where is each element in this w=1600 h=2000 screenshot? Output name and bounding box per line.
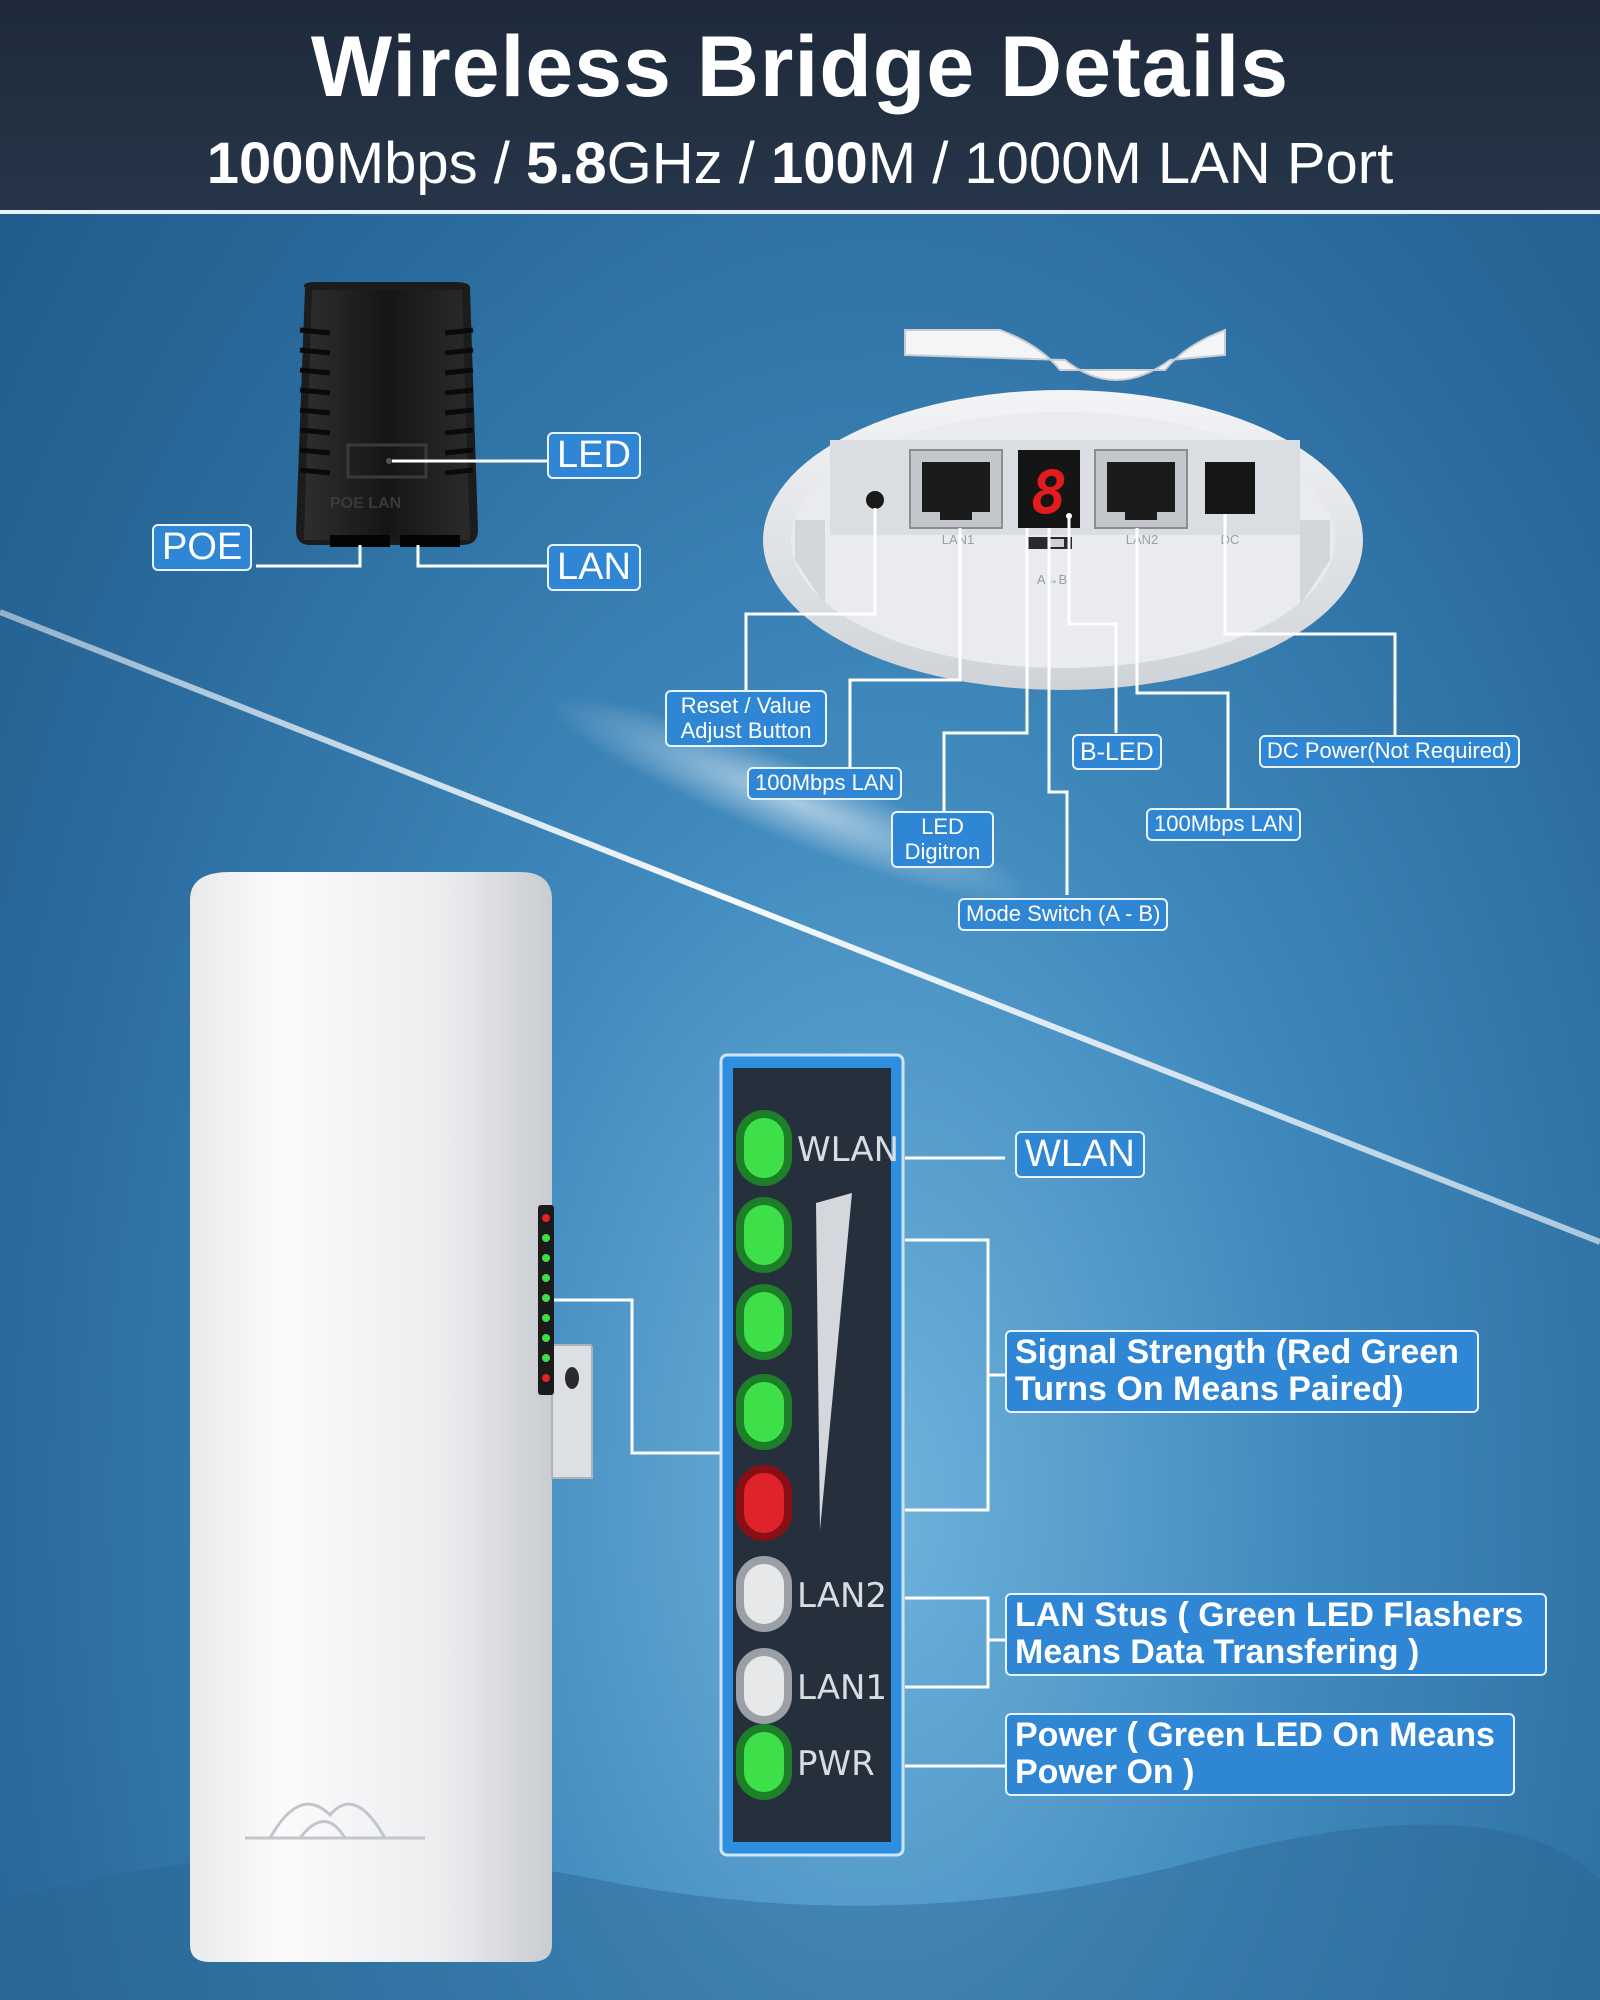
led-label: WLAN — [797, 1130, 899, 1170]
signal-strength-callout: Signal Strength (Red Green Turns On Mean… — [1005, 1330, 1479, 1413]
led-label: LAN2 — [797, 1576, 887, 1616]
page-subtitle: 1000Mbps / 5.8GHz / 100M / 1000M LAN Por… — [0, 130, 1600, 197]
led-light — [744, 1382, 784, 1442]
bracket-mount — [904, 328, 1226, 381]
device-body — [190, 872, 552, 1962]
led-light — [744, 1656, 784, 1716]
led-light — [744, 1473, 784, 1533]
page-title: Wireless Bridge Details — [310, 19, 1290, 115]
dc-port — [1205, 462, 1255, 514]
poe-lan-label: LAN — [547, 544, 641, 591]
port-panel-leader-lines — [744, 508, 1397, 895]
led-light — [744, 1564, 784, 1624]
reset-button-label: Reset / Value Adjust Button — [665, 690, 827, 748]
poe-printed-text: POE LAN — [330, 495, 401, 512]
digitron-digit: 8 — [1031, 458, 1067, 528]
mode-switch-label: Mode Switch (A - B) — [958, 898, 1169, 931]
reset-button-hole — [866, 491, 884, 509]
lan2-label: 100Mbps LAN — [1146, 808, 1302, 841]
port-mark-lan2: LAN2 — [1126, 532, 1159, 547]
subtitle-part: M / 1000M LAN Port — [867, 131, 1394, 196]
poe-port-label: POE — [152, 524, 253, 571]
subtitle-speed: 1000 — [206, 131, 336, 196]
dc-power-label: DC Power(Not Required) — [1259, 735, 1520, 768]
subtitle-frequency: 5.8 — [526, 131, 607, 196]
subtitle-part: Mbps / — [335, 131, 526, 196]
poe-leader-lines — [256, 459, 548, 568]
led-panel-leader-lines — [905, 1156, 1005, 1768]
header-banner: Wireless Bridge Details 1000Mbps / 5.8GH… — [0, 0, 1600, 214]
device-to-panel-leader — [554, 1298, 722, 1455]
subtitle-part: GHz / — [606, 131, 771, 196]
device-led-strip — [538, 1205, 554, 1395]
led-digitron-label: LED Digitron — [891, 811, 994, 869]
mounting-plate — [551, 1344, 593, 1479]
led-light — [744, 1205, 784, 1265]
lan-status-callout: LAN Stus ( Green LED Flashers Means Data… — [1005, 1593, 1547, 1676]
poe-adapter-body — [296, 282, 478, 547]
subtitle-port-speed: 100 — [770, 131, 868, 196]
led-label: LAN1 — [797, 1668, 887, 1708]
led-light — [744, 1292, 784, 1352]
led-label: PWR — [797, 1744, 875, 1784]
switch-mark: A↔B — [1037, 572, 1067, 587]
power-callout: Power ( Green LED On Means Power On ) — [1005, 1713, 1515, 1796]
poe-led-label: LED — [547, 432, 641, 479]
b-led-label: B-LED — [1072, 734, 1162, 770]
wlan-callout: WLAN — [1015, 1131, 1145, 1178]
lan1-port — [909, 449, 1003, 529]
port-mark-lan1: LAN1 — [942, 532, 975, 547]
led-light — [744, 1732, 784, 1792]
led-light — [744, 1118, 784, 1178]
signal-wedge-icon — [816, 1193, 852, 1530]
lan2-port — [1094, 449, 1188, 529]
brand-logo-icon — [245, 1802, 425, 1840]
lan1-label: 100Mbps LAN — [747, 767, 903, 800]
